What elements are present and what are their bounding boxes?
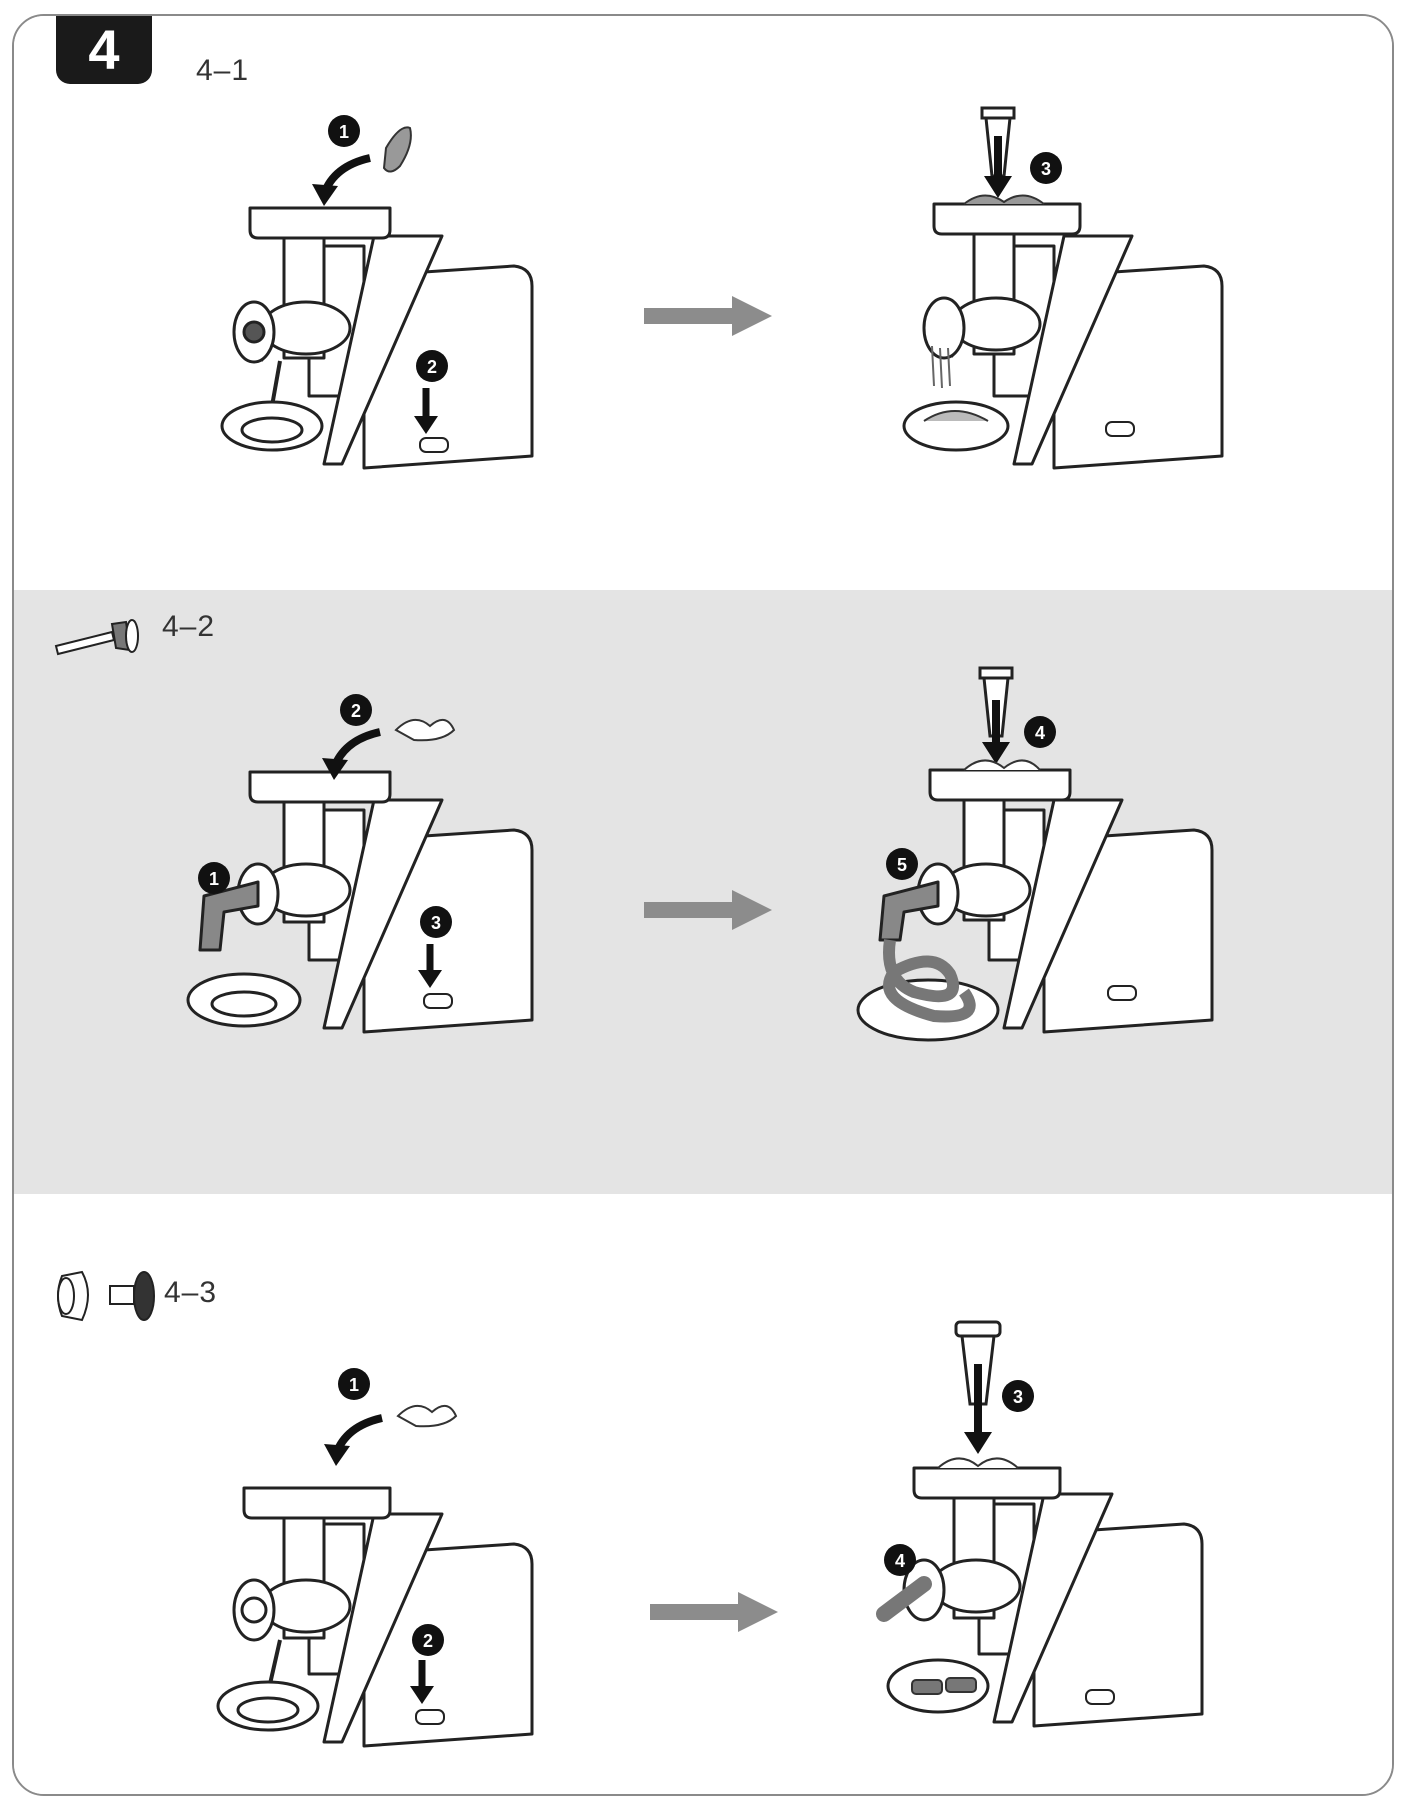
next-step-arrow bbox=[650, 1592, 778, 1632]
minced-meat-pile bbox=[923, 410, 989, 422]
svg-text:2: 2 bbox=[351, 701, 361, 721]
arrow-head-icon bbox=[322, 758, 348, 780]
power-switch bbox=[1085, 1689, 1115, 1705]
kebbe-piece bbox=[945, 1677, 977, 1693]
mincer-scene-feed-sausage: 2 1 3 bbox=[186, 694, 534, 1034]
svg-text:3: 3 bbox=[1013, 1387, 1023, 1407]
kebbe-tube bbox=[876, 1576, 932, 1622]
svg-text:3: 3 bbox=[1041, 159, 1051, 179]
section-4-3: 4–3 1 bbox=[14, 1194, 1392, 1794]
callout-1: 1 bbox=[328, 115, 360, 147]
step-number-badge: 4 bbox=[56, 16, 152, 84]
mincer-scene-mince-meat: 3 bbox=[902, 106, 1224, 470]
section-4-1: 4 4–1 1 bbox=[14, 16, 1392, 590]
callout-4: 4 bbox=[1024, 716, 1056, 748]
arrow-head-icon bbox=[984, 176, 1012, 198]
svg-text:1: 1 bbox=[339, 122, 349, 142]
power-switch bbox=[423, 993, 453, 1009]
minced-meat-on-tray bbox=[937, 1457, 1019, 1469]
minced-meat-icon bbox=[394, 719, 456, 742]
svg-text:1: 1 bbox=[209, 869, 219, 889]
power-switch bbox=[415, 1709, 445, 1725]
arrow-head-icon bbox=[410, 1686, 434, 1704]
arrow-head-icon bbox=[982, 742, 1010, 764]
mincer-scene-feed-meat: 1 2 bbox=[220, 115, 534, 470]
instruction-frame: 4 4–1 1 bbox=[12, 14, 1394, 1796]
sausage-coil bbox=[883, 939, 976, 1023]
section-label: 4–2 bbox=[162, 610, 216, 643]
power-switch bbox=[1105, 421, 1135, 437]
meat-mincer-illustration bbox=[220, 206, 534, 470]
kebbe-piece bbox=[911, 1679, 943, 1695]
svg-text:3: 3 bbox=[431, 913, 441, 933]
arrow-head-icon bbox=[312, 184, 338, 206]
section-label: 4–3 bbox=[164, 1276, 218, 1309]
minced-meat-icon bbox=[396, 1405, 458, 1428]
power-switch bbox=[1107, 985, 1137, 1001]
minced-strands bbox=[931, 345, 951, 389]
meat-mincer-illustration bbox=[856, 768, 1214, 1042]
kebbe-cone-icon bbox=[57, 1270, 89, 1322]
svg-text:2: 2 bbox=[423, 1631, 433, 1651]
mincer-scene-feed-kebbe: 1 2 bbox=[216, 1368, 534, 1748]
svg-text:4: 4 bbox=[1035, 723, 1045, 743]
callout-3: 3 bbox=[420, 906, 452, 938]
section-4-2: 4–2 2 1 bbox=[14, 590, 1392, 1194]
callout-2: 2 bbox=[340, 694, 372, 726]
callout-2: 2 bbox=[416, 350, 448, 382]
minced-meat-on-tray bbox=[963, 759, 1041, 771]
arrow-head-icon bbox=[324, 1444, 350, 1466]
meat-mincer-illustration bbox=[216, 1486, 534, 1748]
callout-4: 4 bbox=[884, 1544, 916, 1576]
next-step-arrow bbox=[644, 890, 772, 930]
meat-on-tray bbox=[963, 194, 1045, 205]
callout-2: 2 bbox=[412, 1624, 444, 1656]
svg-text:2: 2 bbox=[427, 357, 437, 377]
mincer-scene-make-sausage: 4 5 bbox=[856, 666, 1214, 1042]
mincer-scene-make-kebbe: 3 4 bbox=[876, 1320, 1204, 1728]
section-label: 4–1 bbox=[196, 54, 250, 87]
svg-text:4: 4 bbox=[895, 1551, 905, 1571]
svg-text:1: 1 bbox=[349, 1375, 359, 1395]
callout-5: 5 bbox=[886, 848, 918, 880]
callout-1: 1 bbox=[198, 862, 230, 894]
meat-mincer-illustration bbox=[902, 202, 1224, 470]
arrow-head-icon bbox=[418, 970, 442, 988]
meat-mincer-illustration bbox=[186, 770, 534, 1034]
meat-chunk-icon bbox=[382, 126, 412, 173]
next-step-arrow bbox=[644, 296, 772, 336]
meat-mincer-illustration bbox=[886, 1466, 1204, 1728]
sausage-nozzle-icon bbox=[54, 619, 139, 656]
arrow-head-icon bbox=[964, 1432, 992, 1454]
callout-3: 3 bbox=[1030, 152, 1062, 184]
power-switch bbox=[419, 437, 449, 453]
arrow-head-icon bbox=[414, 416, 438, 434]
callout-1: 1 bbox=[338, 1368, 370, 1400]
callout-3: 3 bbox=[1002, 1380, 1034, 1412]
kebbe-shaper-icon bbox=[109, 1271, 155, 1321]
svg-text:5: 5 bbox=[897, 855, 907, 875]
